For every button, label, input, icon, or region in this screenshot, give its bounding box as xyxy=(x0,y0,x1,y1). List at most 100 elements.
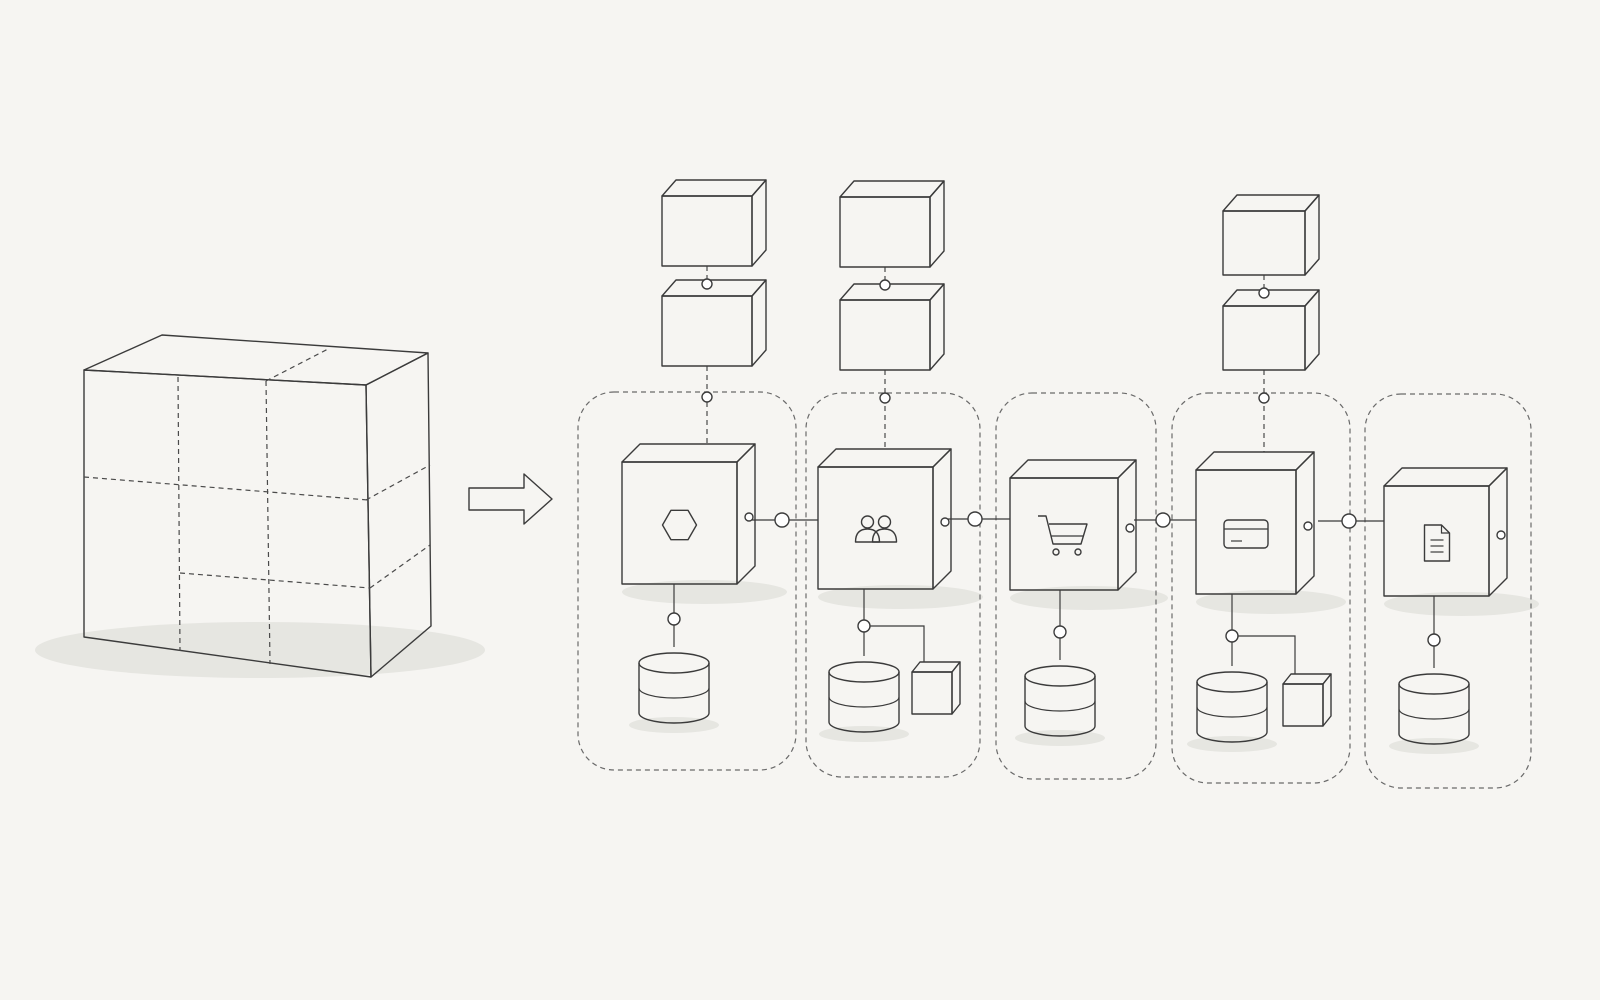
cart-basket xyxy=(1038,515,1088,545)
cube-front-face xyxy=(911,671,953,715)
monolith-top-face xyxy=(83,334,429,386)
database-band xyxy=(1398,708,1470,720)
database-top xyxy=(1024,665,1096,687)
cube-side-face xyxy=(929,283,945,371)
service-port xyxy=(1303,521,1313,531)
service-port xyxy=(744,512,754,522)
module-divider xyxy=(365,464,431,501)
database-icon xyxy=(1398,673,1470,745)
database-shadow xyxy=(629,717,719,733)
cube-front-face xyxy=(839,299,931,371)
service-shadow xyxy=(622,580,787,604)
service-boundary xyxy=(995,392,1157,780)
service-link-connector xyxy=(967,511,983,527)
cube-side-face xyxy=(751,179,767,267)
service-port xyxy=(1496,530,1506,540)
card-icon xyxy=(1223,519,1269,549)
boundary-connector xyxy=(879,392,891,404)
cube-top-face xyxy=(661,279,767,297)
database-connector xyxy=(857,619,871,633)
database-band xyxy=(828,696,900,708)
service-boundary xyxy=(805,392,981,778)
cube-top-face xyxy=(661,179,767,197)
upstream-component xyxy=(661,179,767,267)
cube-top-face xyxy=(1222,289,1320,307)
service-boundary xyxy=(1171,392,1351,784)
auxiliary-component xyxy=(911,661,961,715)
cube-side-face xyxy=(951,661,961,715)
transition-arrow-icon xyxy=(468,473,553,525)
database-body xyxy=(828,672,900,733)
database-connector xyxy=(1225,629,1239,643)
cube-front-face xyxy=(1282,683,1324,727)
cube-front-face xyxy=(817,466,934,590)
upstream-connector xyxy=(1258,287,1270,299)
service-cube xyxy=(1195,451,1315,595)
cube-side-face xyxy=(751,279,767,367)
cube-side-face xyxy=(1322,673,1332,727)
cube-side-face xyxy=(929,180,945,268)
cache-link xyxy=(864,625,925,662)
upstream-component xyxy=(661,279,767,367)
service-port xyxy=(940,517,950,527)
database-icon xyxy=(828,661,900,733)
database-connector xyxy=(1427,633,1441,647)
module-divider xyxy=(265,380,271,665)
cart-wheel xyxy=(1074,548,1082,556)
module-divider xyxy=(179,572,371,589)
database-shadow xyxy=(1187,736,1277,752)
user-body xyxy=(871,528,898,543)
database-body xyxy=(1024,676,1096,737)
cube-top-face xyxy=(817,448,952,468)
cache-link xyxy=(1232,635,1296,674)
service-port xyxy=(1125,523,1135,533)
cube-front-face xyxy=(1222,210,1306,276)
service-shadow xyxy=(1196,590,1346,614)
document-icon xyxy=(1423,524,1451,562)
database-shadow xyxy=(1015,730,1105,746)
upstream-connector xyxy=(879,279,891,291)
service-boundary xyxy=(577,391,797,771)
database-icon xyxy=(1024,665,1096,737)
database-body xyxy=(1398,684,1470,745)
cube-front-face xyxy=(661,195,753,267)
cube-top-face xyxy=(1009,459,1137,479)
cube-top-face xyxy=(839,283,945,301)
cube-top-face xyxy=(839,180,945,198)
cube-front-face xyxy=(1009,477,1119,591)
database-top xyxy=(828,661,900,683)
cube-front-face xyxy=(1222,305,1306,371)
database-connector xyxy=(1053,625,1067,639)
database-icon xyxy=(638,652,710,724)
card-outline xyxy=(1223,519,1269,549)
module-divider xyxy=(177,376,181,652)
user-head xyxy=(860,515,875,529)
database-top xyxy=(638,652,710,674)
module-divider xyxy=(369,544,431,589)
database-band xyxy=(638,687,710,699)
database-shadow xyxy=(819,726,909,742)
cube-front-face xyxy=(1195,469,1297,595)
users-icon xyxy=(854,515,898,543)
module-divider xyxy=(265,347,331,382)
service-link-connector xyxy=(774,512,790,528)
database-top xyxy=(1196,671,1268,693)
database-icon xyxy=(1196,671,1268,743)
database-band xyxy=(1024,700,1096,712)
upstream-component xyxy=(839,180,945,268)
service-cube xyxy=(817,448,952,590)
database-band xyxy=(1196,706,1268,718)
cube-top-face xyxy=(1383,467,1508,487)
boundary-connector xyxy=(1258,392,1270,404)
service-link-connector xyxy=(1155,512,1171,528)
service-boundary xyxy=(1364,393,1532,789)
module-divider xyxy=(83,476,369,501)
cube-side-face xyxy=(1304,289,1320,371)
upstream-component xyxy=(839,283,945,371)
service-shadow xyxy=(818,585,983,609)
monolith-front-face xyxy=(83,369,372,678)
service-link-connector xyxy=(1341,513,1357,529)
service-cube xyxy=(621,443,756,585)
cube-front-face xyxy=(621,461,738,585)
